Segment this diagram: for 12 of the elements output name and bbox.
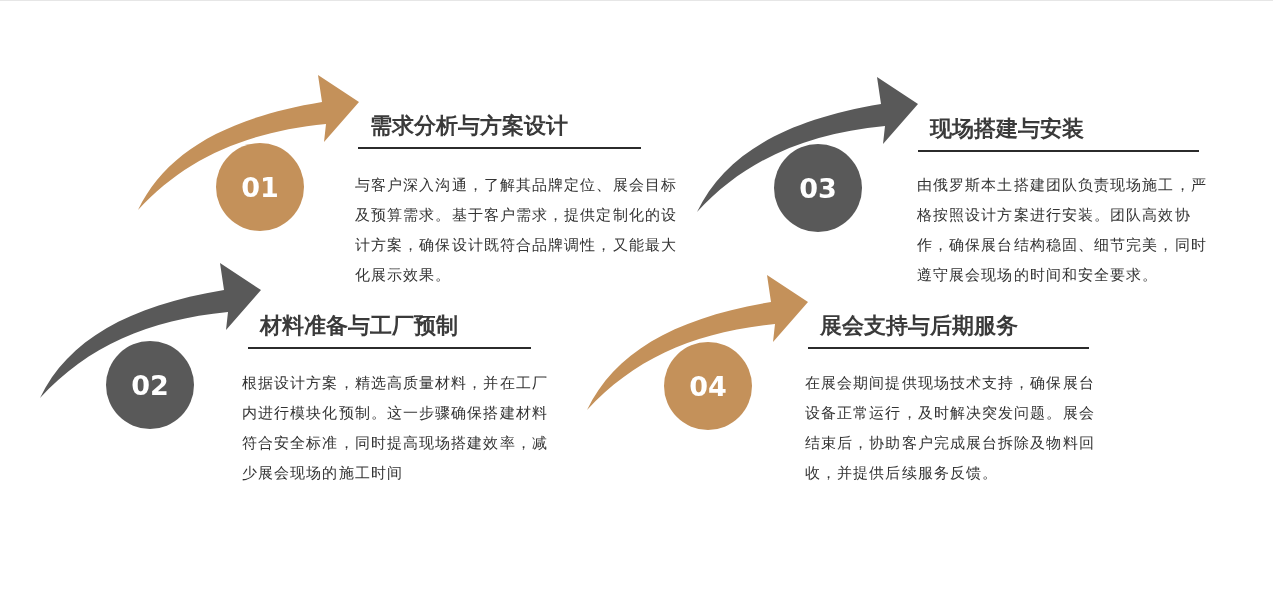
step-description: 与客户深入沟通，了解其品牌定位、展会目标及预算需求。基于客户需求，提供定制化的设计方案，确保设计既符合品牌调性，又能最大化展示效果。 — [355, 175, 678, 286]
step-heading: 展会支持与后期服务 — [808, 311, 1089, 349]
step-description: 由俄罗斯本土搭建团队负责现场施工，严格按照设计方案进行安装。团队高效协作，确保展台结构稳固、细节完美，同时遵守展会现场的时间和安全要求。 — [917, 175, 1207, 286]
step-heading: 材料准备与工厂预制 — [248, 311, 531, 349]
step-description: 根据设计方案，精选高质量材料，并在工厂内进行模块化预制。这一步骤确保搭建材料符合安全标准，同时提高现场搭建效率，减少展会现场的施工时间 — [242, 373, 549, 484]
step-number-circle: 01 — [216, 143, 304, 231]
step-number-circle: 02 — [106, 341, 194, 429]
step-number-circle: 03 — [774, 144, 862, 232]
step-heading: 需求分析与方案设计 — [358, 111, 641, 149]
step-heading: 现场搭建与安装 — [918, 114, 1199, 152]
step-description: 在展会期间提供现场技术支持，确保展台设备正常运行，及时解决突发问题。展会结束后，协助客户完成展台拆除及物料回收，并提供后续服务反馈。 — [805, 373, 1095, 484]
step-number-circle: 04 — [664, 342, 752, 430]
